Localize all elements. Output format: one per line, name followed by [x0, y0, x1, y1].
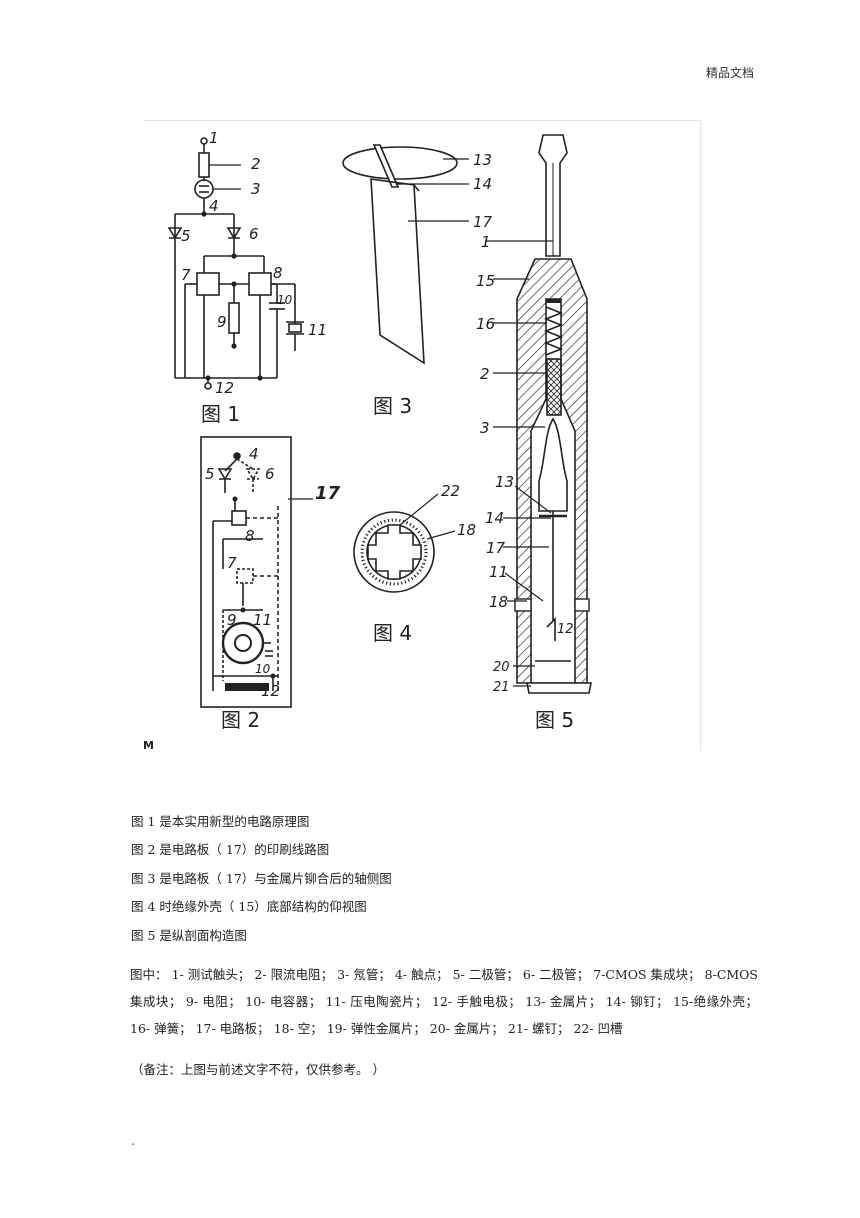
- fig3-labels: 13 14 17 图 3: [373, 151, 493, 418]
- fig1-label: 11: [308, 321, 327, 339]
- fig1-label: 12: [215, 379, 234, 397]
- note-text: （备注：上图与前述文字不符，仅供参考。 ）: [131, 1062, 385, 1077]
- fig5-section-view: [514, 134, 592, 694]
- fig2-label: 10: [255, 662, 271, 676]
- caption-fig2: 图 2 是电路板（ 17）的印刷线路图: [131, 842, 330, 857]
- fig2-label: 11: [253, 611, 272, 629]
- fig2-label: 7: [227, 554, 237, 572]
- caption-fig5: 图 5 是纵剖面构造图: [131, 928, 247, 943]
- fig4-bottom-view: [353, 511, 435, 593]
- fig1-circuit-schematic: [167, 137, 304, 390]
- fig2-label: 17: [315, 483, 341, 504]
- fig2-pads: [225, 496, 276, 691]
- fig4-title: 图 4: [373, 621, 412, 645]
- fig1-label: 7: [181, 266, 191, 284]
- fig2-pcb-layout: [200, 436, 292, 708]
- caption-fig3: 图 3 是电路板（ 17）与金属片铆合后的轴侧图: [131, 871, 392, 886]
- fig5-labels: 1 15 16 2 3 13 14 17 11 18 12 20 21 图 5: [476, 233, 574, 732]
- fig1-label: 1: [209, 129, 219, 147]
- fig4-labels: 22 18 图 4: [373, 482, 476, 645]
- fig1-label: 10: [277, 293, 293, 307]
- fig2-label: 9: [227, 611, 237, 629]
- header-label: 精品文档: [706, 66, 755, 80]
- fig2-labels: 4 5 6 17 8 7 9 11 10 12 图 2: [205, 445, 341, 732]
- fig2-label: 5: [205, 465, 215, 483]
- fig4-leaders: [399, 493, 456, 540]
- fig3-label: 14: [473, 175, 492, 193]
- fig2-label: 8: [245, 527, 255, 545]
- caption-fig4: 图 4 时绝缘外壳（ 15）底部结构的仰视图: [131, 899, 367, 914]
- fig5-label: 11: [489, 563, 508, 581]
- fig5-leaders: [485, 240, 553, 687]
- fig1-title: 图 1: [201, 402, 240, 426]
- caption-fig1: 图 1 是本实用新型的电路原理图: [131, 814, 310, 829]
- fig1-label: 8: [273, 264, 283, 282]
- fig1-label: 6: [249, 225, 259, 243]
- fig5-label: 17: [486, 539, 506, 557]
- figure-drawing: 1 2 3 4 5 6 7 8 9 10 11 12 图 1: [143, 129, 592, 751]
- fig1-label: 5: [181, 227, 191, 245]
- fig4-label: 18: [457, 521, 476, 539]
- fig5-label: 20: [493, 660, 510, 675]
- parts-legend: 图中： 1- 测试触头； 2- 限流电阻； 3- 氖管； 4- 触点； 5- 二…: [130, 967, 758, 1036]
- fig3-title: 图 3: [373, 394, 412, 418]
- fig3-label: 17: [473, 213, 493, 231]
- fig5-label: 1: [481, 233, 491, 251]
- fig5-label: 13: [495, 473, 514, 491]
- page-dot: .: [131, 1134, 135, 1148]
- fig5-label: 18: [489, 593, 508, 611]
- fig2-title: 图 2: [221, 708, 260, 732]
- fig5-label: 16: [476, 315, 495, 333]
- fig5-title: 图 5: [535, 708, 574, 732]
- fig2-label: 4: [249, 445, 259, 463]
- corner-mark: M: [143, 739, 154, 751]
- fig5-label: 3: [480, 419, 490, 437]
- fig1-label: 2: [251, 155, 261, 173]
- fig5-label: 2: [480, 365, 490, 383]
- fig1-label: 3: [251, 180, 261, 198]
- fig5-label: 14: [485, 509, 504, 527]
- fig1-label: 9: [217, 313, 227, 331]
- patent-figure: 1 2 3 4 5 6 7 8 9 10 11 12 图 1: [143, 120, 701, 751]
- fig1-label: 4: [209, 197, 219, 215]
- fig5-label: 12: [557, 622, 574, 637]
- fig3-isometric: [342, 144, 458, 365]
- fig4-label: 22: [441, 482, 460, 500]
- fig1-leaders: [209, 164, 241, 190]
- fig3-label: 13: [473, 151, 492, 169]
- fig5-label: 21: [493, 680, 510, 695]
- fig1-labels: 1 2 3 4 5 6 7 8 9 10 11 12 图 1: [181, 129, 327, 426]
- fig3-leaders: [396, 158, 469, 222]
- fig1-junctions: [201, 211, 263, 381]
- fig2-label: 6: [265, 465, 275, 483]
- fig2-label: 12: [261, 682, 280, 700]
- fig5-label: 15: [476, 272, 495, 290]
